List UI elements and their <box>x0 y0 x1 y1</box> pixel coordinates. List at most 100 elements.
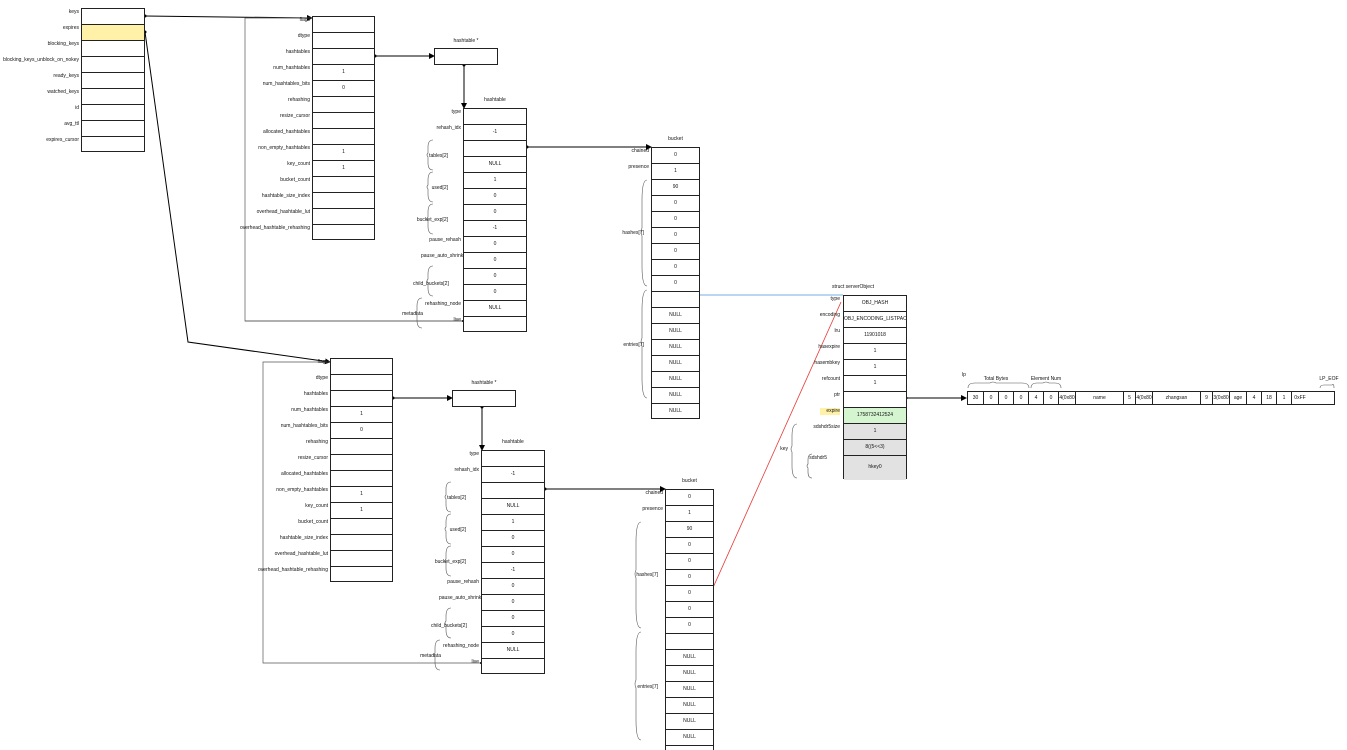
field-watched-keys <box>82 89 144 105</box>
bottom-hashtable-cell-1: -1 <box>482 467 544 483</box>
bottom-kvstore-cell-10 <box>331 519 392 535</box>
top-hashtable-label-9: pause_auto_shrink <box>421 253 464 259</box>
top-hashtable-cell-2 <box>464 141 526 157</box>
bottom-kvstore-cell-11 <box>331 535 392 551</box>
bottom-kvstore-cell-5 <box>331 439 392 455</box>
so-refcount: 1 <box>844 376 906 392</box>
bottom-hashtable-cell-8: 0 <box>482 579 544 595</box>
top-group-2: bucket_exp[2] <box>416 217 448 223</box>
top-kvstore-label-7: allocated_hashtables <box>263 129 310 135</box>
top-kvstore-label-12: overhead_hashtable_lut <box>256 209 310 215</box>
redisdb-label-3: blocking_keys_unblock_on_nokey <box>3 57 79 63</box>
redisdb-label-6: id <box>75 105 79 111</box>
so-sdshdr5-header: 8((5<<3) <box>844 440 906 456</box>
so-label-encoding: encoding <box>819 312 840 318</box>
bottom-bucket-cell-3: 0 <box>666 538 713 554</box>
bottom-metadata: metadata <box>420 653 441 659</box>
top-kvstore-label-3: num_hashtables <box>273 65 310 71</box>
top-hashtable-label-12: rehashing_node <box>425 301 461 307</box>
top-bucket-cell-15: NULL <box>652 388 699 404</box>
lp-cell-14: 4 <box>1247 392 1262 404</box>
bottom-kvstore-label-7: allocated_hashtables <box>281 471 328 477</box>
top-hashes: hashes[7] <box>622 230 644 236</box>
top-bucket-cell-2: 90 <box>652 180 699 196</box>
so-ptr[interactable] <box>844 392 906 408</box>
lp-cell-4: 4 <box>1029 392 1044 404</box>
bottom-hashes: hashes[7] <box>636 572 658 578</box>
top-kvstore-cell-5 <box>313 97 374 113</box>
so-sdshdr5size: 1 <box>844 424 906 440</box>
top-hashtable-cell-8: 0 <box>464 237 526 253</box>
bottom-bucket-cell-15: NULL <box>666 730 713 746</box>
field-expires[interactable] <box>82 25 144 41</box>
so-label-hasexpire: hasexpire <box>818 344 840 350</box>
top-hashtable-cell-5: 0 <box>464 189 526 205</box>
redisdb-label-2: blocking_keys <box>47 41 79 47</box>
bottom-bucket-cell-2: 90 <box>666 522 713 538</box>
lp-cell-7: name <box>1076 392 1124 404</box>
so-label-sdshdr5: sdshdr5 <box>809 455 827 461</box>
top-kvstore-label-2: hashtables <box>285 49 310 55</box>
top-hashtable-cell-6: 0 <box>464 205 526 221</box>
bottom-hashtable-ptr <box>452 390 516 407</box>
bottom-kvstore-label-3: num_hashtables <box>291 407 328 413</box>
top-kvstore-cell-1 <box>313 33 374 49</box>
so-label-key: key <box>780 446 788 452</box>
top-kvstore-cell-13 <box>313 225 374 241</box>
top-hashtable-cell-0 <box>464 109 526 125</box>
bottom-bucket-cell-14: NULL <box>666 714 713 730</box>
lp-cell-0: 30 <box>968 392 984 404</box>
bottom-hashtable-cell-6: 0 <box>482 547 544 563</box>
top-kvstore-cell-4: 0 <box>313 81 374 97</box>
top-kvstore-label-8: non_empty_hashtables <box>258 145 310 151</box>
top-kvstore-cell-6 <box>313 113 374 129</box>
bottom-bucket-cell-9 <box>666 634 713 650</box>
top-kvstore-label-1: dtype <box>297 33 310 39</box>
bottom-kvstore-label-11: hashtable_size_index <box>279 535 328 541</box>
top-bucket-cell-0: 0 <box>652 148 699 164</box>
top-hashtable-cell-3: NULL <box>464 157 526 173</box>
so-label-lru: lru <box>834 328 840 334</box>
lp-cell-3: 0 <box>1014 392 1029 404</box>
lp-total-bytes: Total Bytes <box>983 376 1009 382</box>
field-id <box>82 105 144 121</box>
top-kvstore-cell-0 <box>313 17 374 33</box>
top-entries: entries[7] <box>623 342 644 348</box>
bottom-hashtable-cell-7: -1 <box>482 563 544 579</box>
bottom-bucket-cell-7: 0 <box>666 602 713 618</box>
bottom-group-2: bucket_exp[2] <box>434 559 466 565</box>
so-lru: 11901018 <box>844 328 906 344</box>
bottom-bucket-cell-1: 1 <box>666 506 713 522</box>
lp-cell-5: 0 <box>1044 392 1059 404</box>
bottom-bucket-label-0: chained <box>645 490 663 496</box>
field-keys[interactable] <box>82 9 144 25</box>
top-kvstore-cell-2 <box>313 49 374 65</box>
bottom-kvstore-cell-12 <box>331 551 392 567</box>
bottom-kvstore-label-0: flags <box>317 359 328 365</box>
so-label-ptr: ptr <box>834 392 840 398</box>
bottom-kvstore-label-4: num_hashtables_bits <box>280 423 328 429</box>
bottom-kvstore-cell-8: 1 <box>331 487 392 503</box>
field-avg-ttl <box>82 121 144 137</box>
top-bucket-cell-13: NULL <box>652 356 699 372</box>
bottom-hashtable-cell-5: 0 <box>482 531 544 547</box>
top-hashtable-ptr-title: hashtable * <box>453 38 479 44</box>
bottom-hashtable-cell-0 <box>482 451 544 467</box>
top-bucket-label-0: chained <box>631 148 649 154</box>
bottom-kvstore-label-9: key_count <box>305 503 328 509</box>
top-hashtable-cell-13 <box>464 317 526 333</box>
top-kvstore-cell-11 <box>313 193 374 209</box>
so-encoding: OBJ_ENCODING_LISTPACK <box>844 312 906 328</box>
bottom-kvstore-cell-4: 0 <box>331 423 392 439</box>
field-blocking-keys <box>82 41 144 57</box>
lp-cell-2: 0 <box>999 392 1014 404</box>
bottom-bucket-cell-10: NULL <box>666 650 713 666</box>
bottom-hashtable-label-0: type <box>469 451 479 457</box>
bottom-group-0: tables[2] <box>447 495 466 501</box>
top-bucket-cell-9 <box>652 292 699 308</box>
bottom-kvstore-cell-3: 1 <box>331 407 392 423</box>
